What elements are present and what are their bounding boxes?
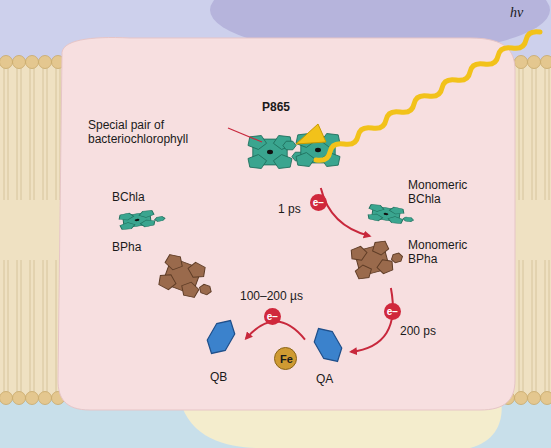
pigments bbox=[118, 134, 414, 367]
pyrrole-ring bbox=[389, 207, 405, 216]
pigment-node: BChla bbox=[98, 188, 178, 238]
pigment-label: QB bbox=[210, 370, 240, 384]
lipid-tail bbox=[4, 260, 8, 392]
electron-symbol: e− bbox=[384, 303, 401, 320]
pyrrole-ring bbox=[369, 204, 385, 213]
pigment-label: BChla bbox=[112, 190, 172, 204]
pyrrole-ring bbox=[118, 213, 134, 222]
lipid-tail bbox=[519, 68, 523, 200]
pigment-label: Special pair of bacteriochlorophyll bbox=[88, 118, 228, 146]
lipid-tail bbox=[43, 68, 47, 200]
lipid-tail bbox=[532, 260, 536, 392]
pyrrole-ring bbox=[120, 222, 136, 231]
lipid-head bbox=[515, 56, 528, 69]
transfer-time: 100–200 µs bbox=[240, 289, 303, 303]
electron-symbol: e− bbox=[310, 194, 327, 211]
lipid-tail bbox=[545, 260, 549, 392]
pigment-node: QA bbox=[305, 318, 351, 390]
side-ring bbox=[154, 216, 165, 222]
pigment-node: BPha bbox=[110, 238, 214, 310]
pheophytin bbox=[349, 237, 405, 281]
monomer-chlorophyll bbox=[367, 204, 414, 226]
pyrrole-ring bbox=[248, 155, 267, 169]
lipid-head bbox=[528, 392, 541, 405]
pigment-label: Monomeric BChla bbox=[408, 178, 474, 206]
lipid-head bbox=[26, 56, 39, 69]
leader-line bbox=[228, 128, 262, 142]
lipid-tail bbox=[43, 260, 47, 392]
photon-arrowhead bbox=[296, 124, 326, 144]
side-ring bbox=[198, 283, 213, 296]
magnesium-atom bbox=[267, 150, 273, 155]
lipid-head bbox=[13, 56, 26, 69]
pyrrole-ring bbox=[164, 253, 185, 273]
magnesium-atom bbox=[134, 219, 139, 222]
lipid-head bbox=[541, 56, 551, 69]
iron-atom: Fe bbox=[274, 347, 297, 370]
pyrrole-ring bbox=[296, 153, 315, 167]
pigment-label: P865 bbox=[262, 100, 312, 114]
side-ring bbox=[390, 252, 403, 263]
pigment-label: BPha bbox=[112, 240, 162, 254]
lipid-head bbox=[26, 392, 39, 405]
lipid-head bbox=[13, 392, 26, 405]
pyrrole-ring bbox=[157, 271, 178, 291]
lipid-head bbox=[39, 392, 52, 405]
pigment-node: P865Special pair of bacteriochlorophyll bbox=[85, 96, 347, 188]
pigment-node: QB bbox=[198, 312, 246, 388]
lipid-head bbox=[528, 56, 541, 69]
side-ring bbox=[403, 217, 414, 223]
pyrrole-ring bbox=[139, 210, 155, 219]
magnesium-atom bbox=[315, 148, 321, 153]
quinone-b bbox=[202, 315, 239, 358]
transfer-time: 1 ps bbox=[278, 202, 301, 216]
lipid-head bbox=[0, 56, 13, 69]
lipid-tail bbox=[519, 260, 523, 392]
lipid-tail bbox=[17, 260, 21, 392]
photon-wave bbox=[316, 32, 540, 161]
lipid-head bbox=[541, 392, 551, 405]
lipid-tail bbox=[532, 68, 536, 200]
pyrrole-ring bbox=[186, 261, 207, 281]
lipid-tail bbox=[30, 68, 34, 200]
pigment-label: QA bbox=[316, 372, 346, 386]
pyrrole-ring bbox=[371, 239, 390, 256]
transfer-time: 200 ps bbox=[400, 324, 436, 338]
lipid-tail bbox=[56, 68, 60, 200]
lipid-tail bbox=[4, 68, 8, 200]
reaction-center-protein bbox=[58, 38, 515, 410]
magnesium-atom bbox=[383, 213, 388, 216]
pigment-node: Monomeric BChla bbox=[352, 176, 476, 234]
pyrrole-ring bbox=[273, 155, 292, 169]
pheophytin bbox=[157, 253, 219, 304]
lipid-head bbox=[0, 392, 13, 405]
lipid-tail bbox=[30, 260, 34, 392]
monomer-chlorophyll bbox=[118, 208, 165, 230]
pyrrole-ring bbox=[354, 263, 373, 280]
electron-symbol: e− bbox=[264, 308, 281, 325]
lipid-head bbox=[39, 56, 52, 69]
lipid-head bbox=[515, 392, 528, 405]
pigment-label: Monomeric BPha bbox=[408, 238, 474, 266]
pyrrole-ring bbox=[349, 245, 368, 262]
side-ring bbox=[283, 141, 296, 150]
pyrrole-ring bbox=[367, 213, 383, 222]
electron-transfer-arrow bbox=[351, 288, 393, 352]
pyrrole-ring bbox=[140, 219, 156, 228]
element-symbol: Fe bbox=[275, 352, 298, 366]
pigment-node: Monomeric BPha bbox=[343, 236, 476, 288]
electron-transfer-arrow bbox=[321, 188, 370, 236]
lipid-tail bbox=[17, 68, 21, 200]
pyrrole-ring bbox=[179, 280, 200, 300]
photon-symbol: hν bbox=[510, 6, 523, 20]
pyrrole-ring bbox=[388, 216, 404, 225]
quinone-a bbox=[309, 323, 346, 366]
lipid-tail bbox=[545, 68, 549, 200]
